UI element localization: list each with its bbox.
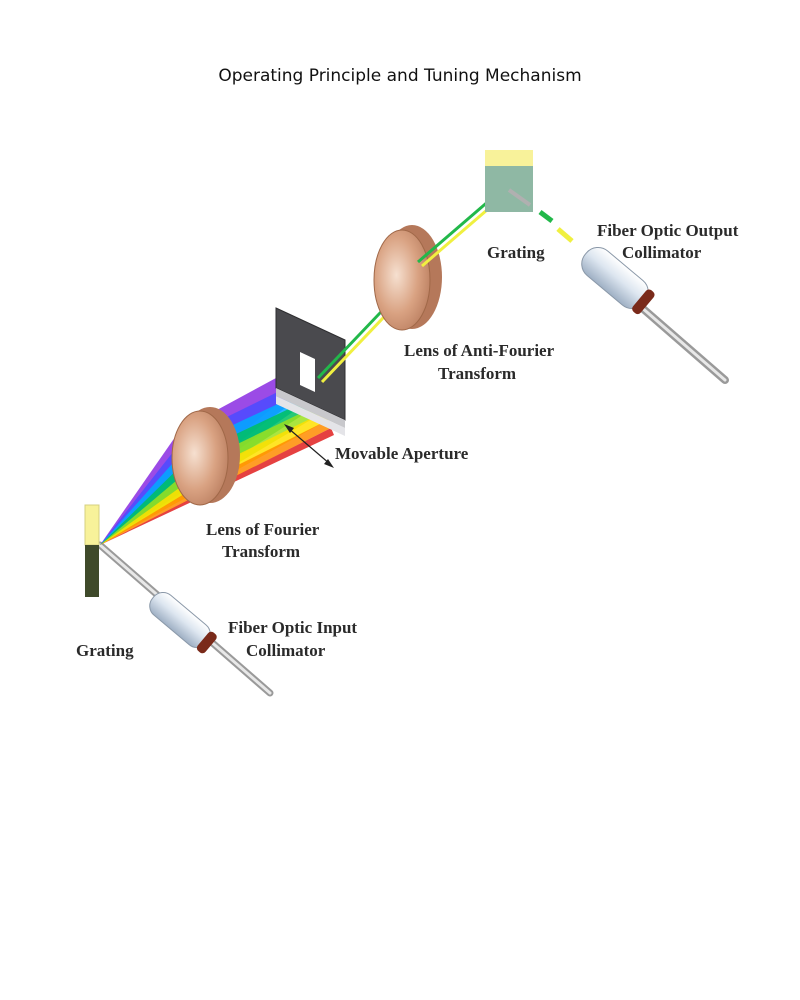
label-output-collimator-2: Collimator <box>622 243 702 262</box>
input-collimator <box>149 591 217 654</box>
label-input-collimator-2: Collimator <box>246 641 326 660</box>
output-collimator <box>581 246 655 315</box>
output-grating <box>485 150 533 212</box>
label-anti-fourier-2: Transform <box>438 364 516 383</box>
label-fourier-2: Transform <box>222 542 300 561</box>
page-title: Operating Principle and Tuning Mechanism <box>218 66 582 86</box>
anti-fourier-lens <box>373 225 442 331</box>
label-input-collimator-1: Fiber Optic Input <box>228 618 357 637</box>
output-beam <box>507 188 574 243</box>
fourier-lens <box>171 407 240 506</box>
label-anti-fourier-1: Lens of Anti-Fourier <box>404 341 555 360</box>
label-movable-aperture: Movable Aperture <box>335 444 469 463</box>
input-grating <box>84 504 100 597</box>
label-output-collimator-1: Fiber Optic Output <box>597 221 739 240</box>
label-fourier-1: Lens of Fourier <box>206 520 320 539</box>
label-output-grating: Grating <box>487 243 545 262</box>
aperture-motion-arrow <box>284 424 334 468</box>
movable-aperture <box>275 307 346 436</box>
label-input-grating: Grating <box>76 641 134 660</box>
